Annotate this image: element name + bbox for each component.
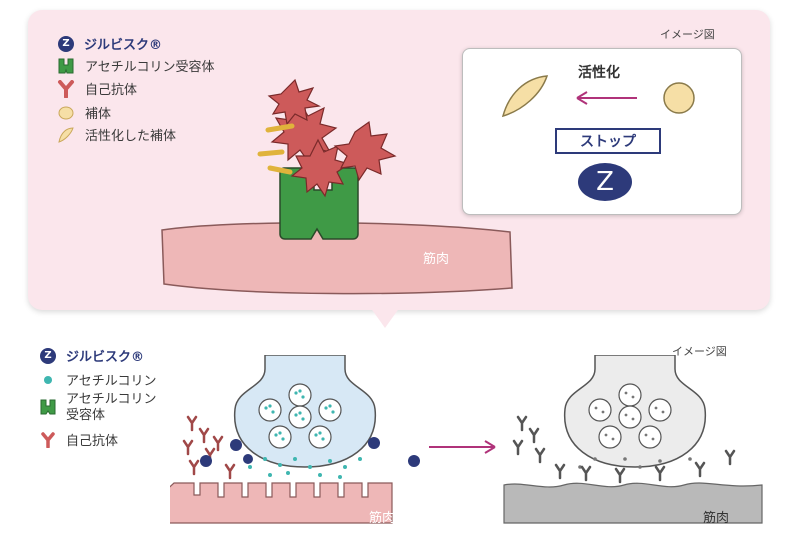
activated-complement-piece (265, 123, 295, 133)
bottom-legend-receptor: アセチルコリン 受容体 (40, 392, 156, 424)
activated-complement-piece (267, 165, 293, 175)
zilbysq-z-icon: Z (578, 163, 632, 201)
complement-icon (663, 82, 695, 114)
transition-arrow (429, 440, 496, 454)
top-legend-activated-complement: 活性化した補体 (57, 125, 176, 144)
activated-complement-piece (257, 149, 285, 157)
bottom-muscle-label-left: 筋肉 (369, 511, 396, 526)
inset-title: 活性化 (578, 65, 620, 81)
stop-label: ストップ (555, 128, 661, 154)
complement-icon (58, 106, 74, 119)
top-legend-complement: 補体 (57, 103, 111, 122)
antibodies-right (512, 415, 736, 484)
vesicle-contents (594, 391, 665, 441)
legend-label: ジルビスク® (84, 38, 163, 53)
synapse-after (503, 355, 763, 524)
receptor-icon (40, 399, 56, 415)
bottom-legend-acetylcholine: アセチルコリン (40, 370, 156, 389)
legend-label: 自己抗体 (85, 83, 138, 98)
legend-label: 活性化した補体 (85, 129, 177, 144)
activated-complement-icon (58, 126, 74, 143)
released-acetylcholine (248, 457, 362, 479)
top-legend-zilbysq: Z ジルビスク® (58, 34, 162, 53)
bottom-muscle-label-right: 筋肉 (703, 511, 730, 526)
antibodies-left (182, 415, 236, 480)
antibody-spike (290, 138, 351, 198)
antibody-icon (41, 431, 55, 448)
antibody-spike (333, 120, 397, 182)
top-image-note: イメージ図 (660, 28, 715, 41)
muscle-block (161, 221, 513, 295)
vesicle-contents (264, 389, 335, 441)
muscle-folds (170, 482, 393, 524)
top-legend-antibody: 自己抗体 (57, 79, 137, 98)
legend-label: アセチルコリン受容体 (85, 60, 215, 75)
synapse-before (170, 355, 420, 524)
legend-label: ジルビスク® (66, 350, 145, 365)
antibody-spike (267, 78, 321, 126)
callout-pointer (365, 300, 405, 328)
vesicles (258, 383, 342, 449)
legend-label: 自己抗体 (66, 434, 119, 449)
legend-label: アセチルコリン (66, 374, 157, 389)
top-legend-receptor: アセチルコリン受容体 (57, 56, 214, 75)
arrow-head-icon (576, 91, 588, 105)
bottom-legend-antibody: 自己抗体 (40, 430, 118, 449)
bottom-legend-zilbysq: Z ジルビスク® (40, 346, 144, 365)
vesicles (588, 383, 672, 449)
zilbysq-icon: Z (58, 35, 74, 52)
legend-label: 補体 (85, 107, 112, 122)
zilbysq-molecules (200, 437, 420, 467)
legend-label: アセチルコリン 受容体 (66, 392, 157, 423)
muscle-flat (503, 482, 763, 524)
arrow-head-icon (484, 440, 496, 454)
top-muscle-label: 筋肉 (423, 252, 450, 267)
antibody-icon (58, 79, 74, 98)
released-acetylcholine (578, 457, 692, 469)
top-illustration (161, 78, 513, 295)
zilbysq-icon: Z (40, 347, 56, 364)
inset-activation-graphic (501, 75, 695, 118)
bottom-image-note: イメージ図 (672, 345, 727, 358)
acetylcholine-icon (44, 375, 52, 384)
activated-complement-icon (501, 75, 549, 118)
receptor-icon (58, 58, 74, 73)
